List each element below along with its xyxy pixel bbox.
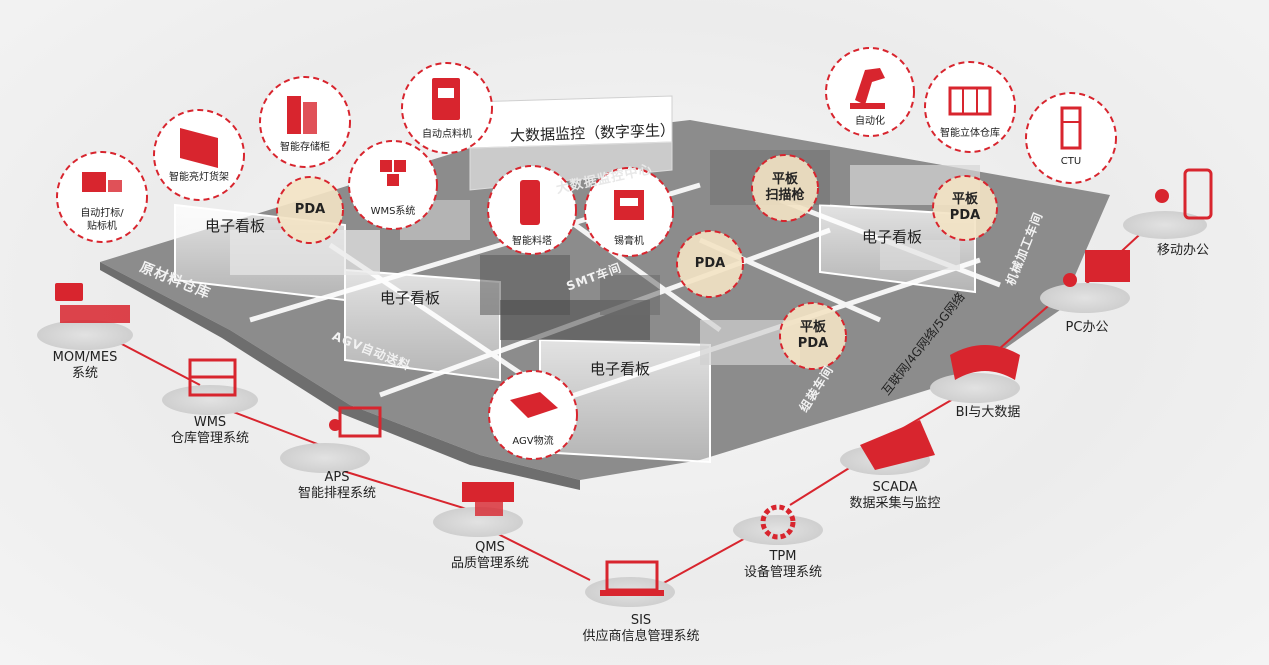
solder-paste-label: 锡膏机 bbox=[614, 236, 644, 247]
stereo-warehouse-circle bbox=[924, 61, 1016, 153]
system-pc-office: PC办公 bbox=[1065, 320, 1109, 335]
sis-laptop-icon bbox=[600, 560, 664, 596]
pda-label-3: 平板扫描枪 bbox=[765, 172, 805, 203]
wms-system-label: WMS系统 bbox=[370, 206, 416, 217]
pda-label-2: PDA bbox=[694, 256, 726, 271]
pda-circle-2 bbox=[676, 230, 744, 298]
pda-circle-3 bbox=[751, 154, 819, 222]
pda-label-1: PDA bbox=[294, 202, 326, 217]
equipment-circles bbox=[56, 47, 1117, 460]
pda-circles bbox=[276, 154, 998, 370]
e-board-label-2: 电子看板 bbox=[380, 289, 441, 307]
bi-screen-icon bbox=[950, 345, 1020, 380]
counting-machine-label: 自动点料机 bbox=[422, 129, 472, 140]
storage-cabinet-icon bbox=[287, 96, 317, 134]
system-mobile-office: 移动办公 bbox=[1156, 243, 1210, 258]
qms-station-icon bbox=[462, 482, 514, 516]
system-bi-bigdata: BI与大数据 bbox=[955, 405, 1021, 420]
equipment-icons bbox=[82, 68, 1082, 418]
scada-machine-icon bbox=[860, 420, 935, 470]
ctu-label: CTU bbox=[1060, 156, 1082, 167]
labeler-icon bbox=[82, 172, 122, 192]
system-icons bbox=[55, 168, 1213, 596]
pda-circle-4 bbox=[932, 175, 998, 241]
pda-circle-5 bbox=[779, 302, 847, 370]
solder-paste-icon bbox=[614, 190, 644, 220]
mobile-phone-icon bbox=[1155, 168, 1213, 220]
tpm-gear-icon bbox=[760, 504, 796, 540]
light-shelf-icon bbox=[180, 128, 218, 168]
cubes-icon bbox=[380, 160, 406, 186]
agv-icon bbox=[510, 392, 558, 418]
stereo-warehouse-icon bbox=[948, 86, 992, 116]
counting-machine-icon bbox=[432, 78, 460, 120]
storage-cabinet-label: 智能存储柜 bbox=[280, 142, 330, 153]
mes-icon bbox=[55, 283, 130, 323]
e-board-label-4: 电子看板 bbox=[862, 228, 923, 246]
robot-arm-circle bbox=[825, 47, 915, 137]
e-board-label-3: 电子看板 bbox=[590, 360, 651, 378]
ctu-circle bbox=[1025, 92, 1117, 184]
ctu-icon bbox=[1060, 106, 1082, 150]
material-tower-icon bbox=[520, 180, 540, 225]
system-pads bbox=[37, 211, 1207, 607]
pc-monitor-icon bbox=[1063, 250, 1130, 287]
stereo-warehouse-label: 智能立体仓库 bbox=[940, 128, 1000, 139]
labeler-circle bbox=[56, 151, 148, 243]
light-shelf-label: 智能亮灯货架 bbox=[169, 172, 229, 183]
material-tower-label: 智能料塔 bbox=[512, 236, 552, 247]
robot-arm-label: 自动化 bbox=[855, 116, 885, 127]
labeler-label: 自动打标/贴标机 bbox=[80, 208, 124, 232]
aps-board-icon bbox=[329, 406, 382, 438]
robot-arm-icon bbox=[850, 68, 885, 109]
pda-circle-1 bbox=[276, 176, 344, 244]
agv-label: AGV物流 bbox=[512, 436, 554, 447]
e-board-label-1: 电子看板 bbox=[205, 217, 266, 235]
wms-shelf-icon bbox=[188, 358, 237, 397]
